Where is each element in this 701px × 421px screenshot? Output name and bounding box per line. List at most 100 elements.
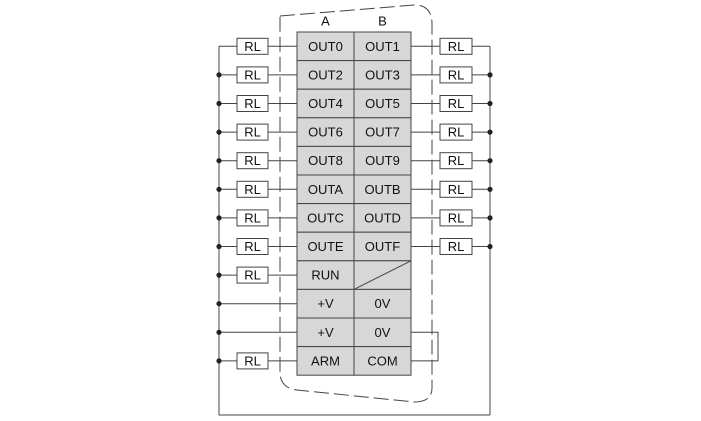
relay-left-label: RL bbox=[244, 353, 261, 368]
relay-left bbox=[236, 95, 269, 112]
terminal-label-b: OUTF bbox=[365, 239, 400, 254]
relay-right bbox=[439, 238, 473, 255]
junction-dot bbox=[487, 100, 493, 107]
terminal-label-a: OUTA bbox=[308, 182, 343, 197]
connector-outline bbox=[279, 4, 433, 403]
relay-left-label: RL bbox=[244, 153, 261, 168]
connector-frame bbox=[279, 4, 433, 403]
terminal-cell-a bbox=[296, 288, 355, 319]
terminal-label-a: +V bbox=[317, 325, 334, 340]
relay-left-label: RL bbox=[244, 67, 261, 82]
terminal-label-a: OUT0 bbox=[308, 39, 343, 54]
relay-right-label: RL bbox=[448, 67, 465, 82]
relay-left bbox=[236, 266, 269, 284]
relay-right-label: RL bbox=[448, 210, 465, 225]
terminal-label-a: +V bbox=[317, 296, 334, 311]
junction-dot bbox=[216, 243, 222, 250]
terminal-cell-a bbox=[296, 60, 355, 90]
relay-right-label: RL bbox=[448, 153, 465, 168]
terminal-label-b: OUTD bbox=[364, 210, 401, 225]
terminal-cell-b bbox=[353, 231, 412, 262]
terminal-label-a: OUT6 bbox=[308, 125, 343, 140]
terminal-label-b: OUT7 bbox=[365, 125, 400, 140]
terminal-label-b: OUT3 bbox=[365, 67, 400, 82]
junction-dot bbox=[487, 72, 493, 78]
relay-left bbox=[236, 37, 269, 55]
relay-right bbox=[439, 123, 473, 141]
relay-right-label: RL bbox=[448, 39, 465, 54]
relay-right-label: RL bbox=[448, 239, 465, 254]
junction-dot bbox=[216, 100, 222, 107]
relay-left-label: RL bbox=[244, 39, 261, 54]
relay-right-label: RL bbox=[448, 125, 465, 140]
terminal-label-b: COM bbox=[367, 353, 397, 368]
terminal-label-b: 0V bbox=[375, 325, 391, 340]
junction-dots bbox=[216, 72, 493, 364]
junction-dot bbox=[216, 301, 222, 307]
terminal-cell-a bbox=[296, 174, 355, 205]
terminal-label-a: OUT2 bbox=[308, 67, 343, 82]
junction-dot bbox=[216, 272, 222, 278]
unused-terminal-slash bbox=[353, 260, 412, 290]
column-header-b: B bbox=[378, 14, 387, 29]
terminal-label-a: OUT8 bbox=[308, 153, 343, 168]
relay-right-label: RL bbox=[448, 96, 465, 111]
terminal-cell-b bbox=[353, 31, 412, 62]
terminal-label-b: OUT5 bbox=[365, 96, 400, 111]
terminal-label-a: OUTC bbox=[307, 210, 344, 225]
relay-right bbox=[439, 66, 473, 84]
terminal-cell-a bbox=[296, 88, 355, 119]
terminal-label-a: RUN bbox=[311, 268, 339, 283]
terminal-cell-a bbox=[296, 145, 355, 176]
terminal-label-a: OUT4 bbox=[308, 96, 343, 111]
terminal-label-b: 0V bbox=[375, 296, 391, 311]
terminal-cell-a bbox=[296, 317, 355, 348]
relay-left bbox=[236, 66, 269, 84]
relay-left bbox=[236, 180, 269, 198]
terminal-cell-b bbox=[353, 346, 412, 376]
wiring bbox=[218, 45, 491, 416]
junction-dot bbox=[216, 215, 222, 221]
zero-volt-com-jumper bbox=[411, 331, 439, 362]
relay-left bbox=[236, 352, 269, 370]
relay-left bbox=[236, 152, 269, 170]
relay-left-label: RL bbox=[244, 239, 261, 254]
terminal-cell-b bbox=[353, 145, 412, 176]
terminal-cell-a bbox=[296, 203, 355, 233]
terminal-cell-a bbox=[296, 346, 355, 376]
terminal-cell-b bbox=[353, 203, 412, 233]
terminal-cell-b bbox=[353, 88, 412, 119]
relay-left bbox=[236, 238, 269, 255]
terminal-label-a: ARM bbox=[311, 353, 340, 368]
junction-dot bbox=[216, 158, 222, 164]
relay-left-label: RL bbox=[244, 125, 261, 140]
relay-left bbox=[236, 209, 269, 227]
relay-right bbox=[439, 37, 473, 55]
relay-right bbox=[439, 152, 473, 170]
column-header-a: A bbox=[321, 14, 330, 29]
terminal-cell-a bbox=[296, 231, 355, 262]
relay-left-label: RL bbox=[244, 182, 261, 197]
terminal-cell-b bbox=[353, 317, 412, 348]
junction-dot bbox=[216, 72, 222, 78]
junction-dot bbox=[216, 329, 222, 335]
junction-dot bbox=[487, 186, 493, 192]
terminal-cell-a bbox=[296, 260, 355, 290]
relay-left-label: RL bbox=[244, 210, 261, 225]
junction-dot bbox=[216, 129, 222, 135]
terminal-label-b: OUT1 bbox=[365, 39, 400, 54]
relay-left-label: RL bbox=[244, 96, 261, 111]
relay-left bbox=[236, 123, 269, 141]
junction-dot bbox=[487, 158, 493, 164]
junction-dot bbox=[216, 358, 222, 364]
terminal-label-b: OUT9 bbox=[365, 153, 400, 168]
junction-dot bbox=[487, 243, 493, 250]
relay-right bbox=[439, 180, 473, 198]
terminal-cell-b bbox=[353, 117, 412, 147]
terminal-label-a: OUTE bbox=[307, 239, 343, 254]
terminal-label-b: OUTB bbox=[364, 182, 400, 197]
